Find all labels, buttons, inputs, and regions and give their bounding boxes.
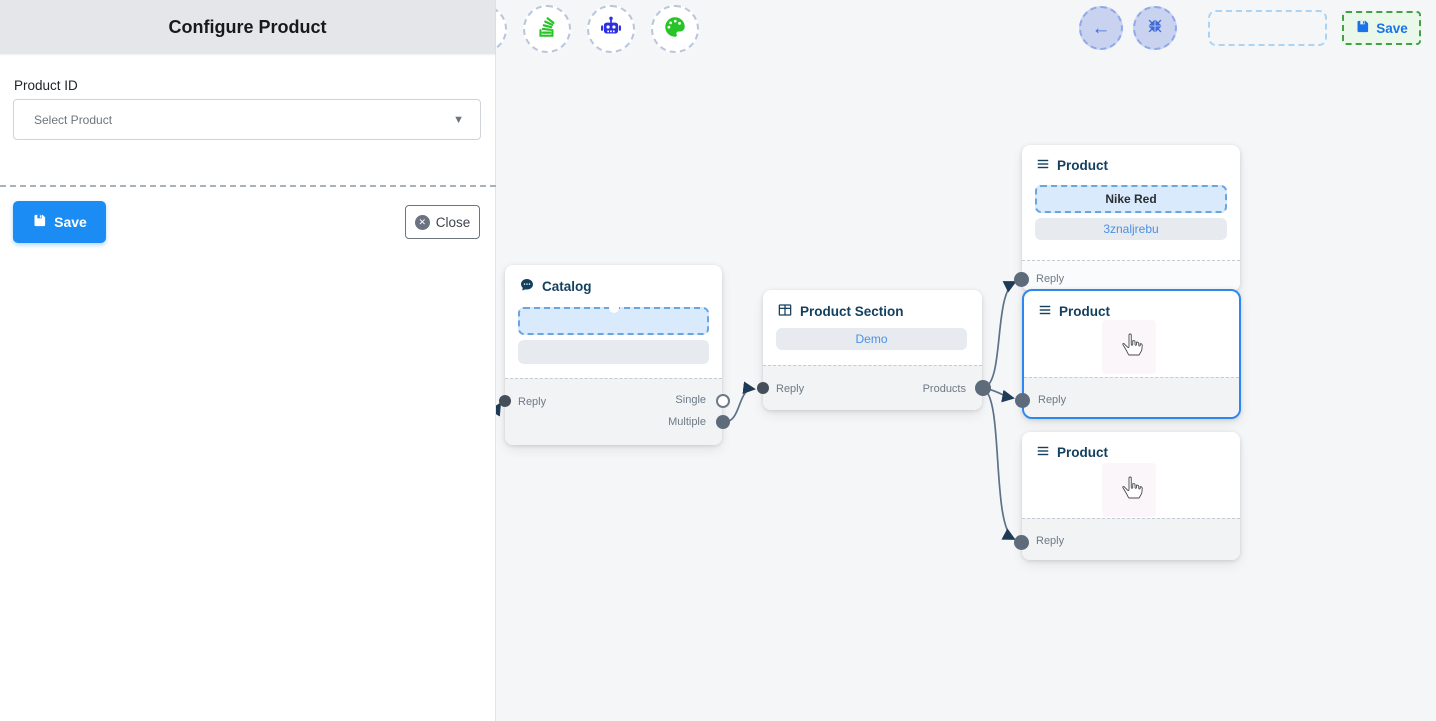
close-button[interactable]: ✕ Close [405, 205, 480, 239]
flow-canvas[interactable]: ← Save [496, 0, 1436, 721]
fit-view-icon [1145, 16, 1165, 41]
handle-catalog-reply[interactable] [499, 395, 511, 407]
back-button[interactable]: ← [1079, 6, 1123, 50]
catalog-node-label: Catalog [542, 279, 592, 294]
catalog-node-footer: Reply Single Multiple [505, 378, 722, 445]
product-section-footer: Reply Products [763, 365, 982, 410]
canvas-save-label: Save [1376, 20, 1408, 36]
product1-option1-text: Nike Red [1105, 192, 1157, 206]
handle-section-products[interactable] [975, 380, 991, 396]
product1-node-label: Product [1057, 158, 1109, 173]
menu-icon [1038, 303, 1052, 320]
robot-icon [598, 14, 624, 45]
handle-product2-reply[interactable] [1015, 393, 1030, 408]
edge-section-to-product1 [982, 281, 1017, 389]
product3-node-label: Product [1057, 445, 1109, 460]
product1-option2-text: 3znaljrebu [1103, 222, 1159, 236]
reply-port-label: Reply [518, 396, 547, 408]
products-port-label: Products [922, 383, 966, 395]
close-icon: ✕ [414, 214, 430, 230]
back-arrow-icon: ← [1091, 17, 1111, 39]
edge-section-to-product3 [982, 388, 1016, 540]
handle-section-reply[interactable] [757, 382, 769, 394]
catalog-node-title: Catalog [519, 277, 592, 296]
catalog-secondary-field[interactable] [518, 340, 709, 364]
chat-bubble-icon [519, 277, 535, 296]
product-select[interactable]: Select Product ▼ [13, 99, 481, 140]
product1-footer: Reply [1022, 260, 1240, 291]
field-notch [608, 304, 619, 313]
table-icon [777, 302, 793, 321]
menu-icon [1036, 157, 1050, 174]
node-catalog[interactable]: Catalog Reply Single Multiple [499, 265, 730, 445]
menu-icon [1036, 444, 1050, 461]
product-section-node-title: Product Section [777, 302, 904, 321]
panel-header: Configure Product [0, 0, 495, 54]
catalog-selected-field[interactable] [518, 304, 709, 335]
product1-option-selected[interactable]: Nike Red [1035, 185, 1227, 213]
canvas-save-button[interactable]: Save [1342, 11, 1421, 45]
handle-product3-reply[interactable] [1014, 535, 1029, 550]
handle-catalog-multiple[interactable] [716, 415, 730, 429]
hand-cursor-icon [1120, 331, 1144, 363]
fit-view-button[interactable] [1133, 6, 1177, 50]
toolbar-palette-button[interactable] [651, 5, 699, 53]
product2-footer: Reply [1024, 377, 1239, 417]
save-button[interactable]: Save [13, 201, 106, 243]
close-button-label: Close [435, 214, 471, 230]
multiple-port-label: Multiple [668, 416, 706, 428]
product3-footer: Reply [1022, 518, 1240, 560]
reply-port-label: Reply [1036, 535, 1065, 547]
section-value-text: Demo [855, 332, 888, 346]
save-icon [32, 213, 47, 231]
hand-cursor-icon [1120, 474, 1144, 506]
product2-node-title: Product [1038, 303, 1110, 320]
save-icon [1355, 19, 1370, 37]
chevron-down-icon: ▼ [453, 113, 464, 126]
stack-icon [534, 14, 560, 45]
save-button-label: Save [54, 214, 87, 230]
reply-port-label: Reply [1036, 273, 1065, 285]
product-section-node-label: Product Section [800, 304, 904, 319]
toolbar-robot-button[interactable] [587, 5, 635, 53]
toolbar-hidden-button[interactable] [496, 5, 507, 53]
reply-port-label: Reply [776, 383, 805, 395]
node-product-section[interactable]: Product Section Demo Reply Products [757, 290, 991, 410]
product2-node-label: Product [1059, 304, 1111, 319]
handle-catalog-single[interactable] [716, 394, 730, 408]
panel-divider [0, 185, 496, 187]
empty-slot-button[interactable] [1208, 10, 1327, 46]
edge-into-catalog [496, 402, 501, 417]
configure-product-panel: Configure Product Product ID Select Prod… [0, 0, 496, 721]
reply-port-label: Reply [1038, 394, 1067, 406]
handle-product1-reply[interactable] [1014, 272, 1029, 287]
panel-title: Configure Product [168, 16, 327, 37]
section-value-field[interactable]: Demo [776, 328, 967, 350]
palette-icon [662, 14, 688, 45]
node-product-1[interactable]: Product Nike Red 3znaljrebu Reply [1014, 145, 1240, 291]
product1-option-secondary[interactable]: 3znaljrebu [1035, 218, 1227, 240]
toolbar-stack-button[interactable] [523, 5, 571, 53]
product-id-label: Product ID [14, 78, 78, 93]
product-select-placeholder: Select Product [34, 112, 113, 127]
product1-node-title: Product [1036, 157, 1108, 174]
product3-node-title: Product [1036, 444, 1108, 461]
single-port-label: Single [675, 394, 706, 406]
